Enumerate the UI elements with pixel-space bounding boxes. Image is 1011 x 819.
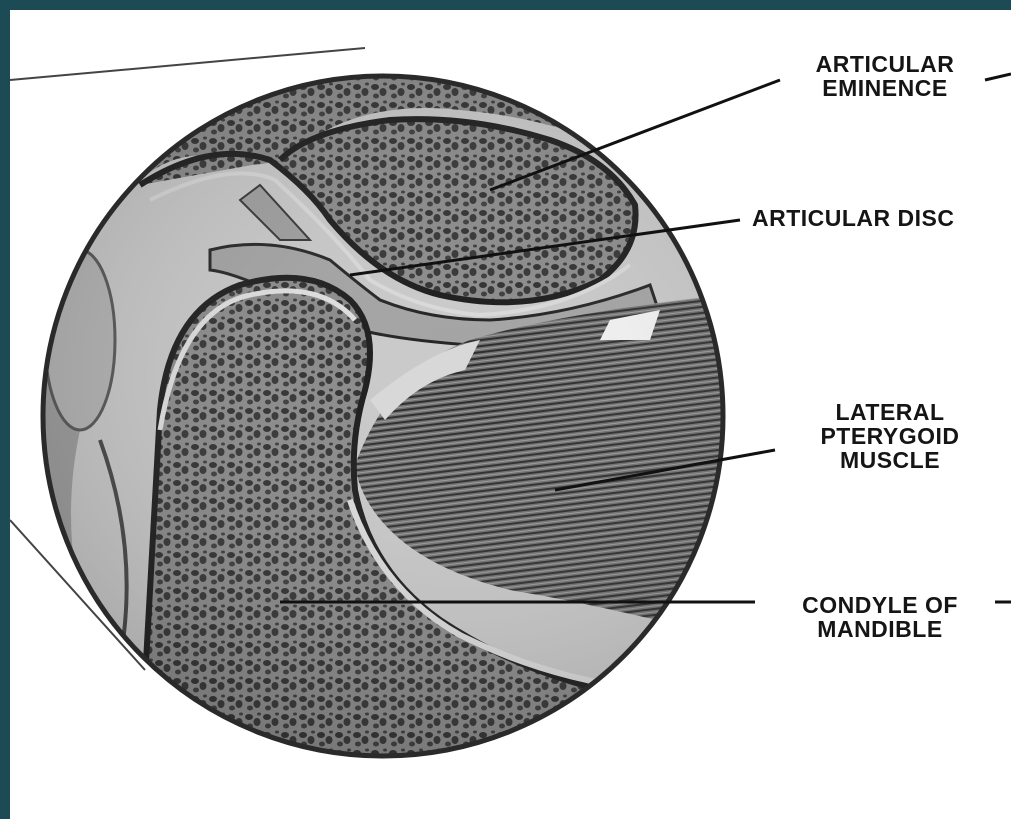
label-lateral-pterygoid-muscle: LATERAL PTERYGOID MUSCLE — [780, 400, 1000, 472]
magnifier-line-top — [10, 48, 365, 80]
label-lateral-pterygoid-muscle-text: LATERAL PTERYGOID MUSCLE — [820, 399, 959, 473]
label-articular-eminence: ARTICULAR EMINENCE — [785, 52, 985, 100]
label-articular-eminence-text: ARTICULAR EMINENCE — [816, 51, 955, 101]
leader-articular-eminence-right — [985, 74, 1011, 80]
label-condyle-of-mandible-text: CONDYLE OF MANDIBLE — [802, 592, 958, 642]
illustration-canvas: ARTICULAR EMINENCE ARTICULAR DISC LATERA… — [10, 10, 1011, 819]
label-articular-disc-text: ARTICULAR DISC — [752, 205, 955, 231]
label-condyle-of-mandible: CONDYLE OF MANDIBLE — [760, 593, 1000, 641]
label-articular-disc: ARTICULAR DISC — [752, 206, 1011, 230]
